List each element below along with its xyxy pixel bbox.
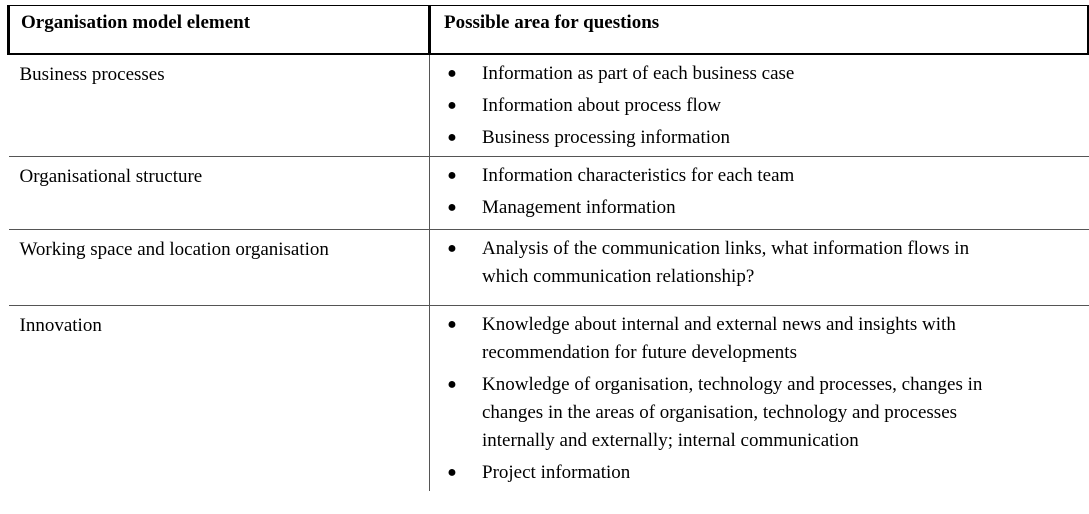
element-cell: Working space and location organisation <box>8 229 430 306</box>
bullet-icon: ● <box>447 64 457 82</box>
question-list: ● Analysis of the communication links, wh… <box>430 235 1089 291</box>
list-item-text: Information as part of each business cas… <box>482 62 795 84</box>
list-item: ● Business processing information <box>430 124 1042 152</box>
bullet-icon: ● <box>447 375 457 393</box>
list-item-text: Knowledge of organisation, technology an… <box>482 373 983 451</box>
question-list: ● Information as part of each business ca… <box>430 60 1089 152</box>
header-organisation-model-element: Organisation model element <box>7 5 431 55</box>
bullet-icon: ● <box>447 96 457 114</box>
header-row: Organisation model element Possible area… <box>7 5 1089 55</box>
list-item: ● Knowledge about internal and external n… <box>430 311 1012 367</box>
bullet-icon: ● <box>447 239 457 257</box>
list-item-text: Information characteristics for each tea… <box>482 164 795 186</box>
organisation-model-table: Organisation model element Possible area… <box>7 5 1089 491</box>
element-cell: Innovation <box>8 305 430 491</box>
bullet-icon: ● <box>447 463 457 481</box>
table-row: Organisational structure ● Information ch… <box>8 156 1089 230</box>
list-item: ● Project information <box>430 459 1042 487</box>
list-item-text: Business processing information <box>482 126 731 148</box>
areas-cell: ● Information characteristics for each te… <box>429 156 1089 230</box>
element-cell: Organisational structure <box>8 156 430 230</box>
bullet-icon: ● <box>447 198 457 216</box>
element-cell: Business processes <box>8 53 430 157</box>
areas-cell: ● Knowledge about internal and external n… <box>430 305 1089 491</box>
list-item-text: Analysis of the communication links, wha… <box>482 237 970 287</box>
list-item: ● Management information <box>430 194 1042 222</box>
list-item-text: Project information <box>482 461 631 483</box>
bullet-icon: ● <box>447 315 457 333</box>
areas-cell: ● Analysis of the communication links, wh… <box>429 229 1089 306</box>
question-list: ● Knowledge about internal and external n… <box>430 311 1089 487</box>
list-item: ● Information as part of each business ca… <box>430 60 1042 88</box>
list-item: ● Knowledge of organisation, technology a… <box>430 371 1012 455</box>
list-item-text: Information about process flow <box>482 94 722 116</box>
list-item: ● Information about process flow <box>430 92 1042 120</box>
bullet-icon: ● <box>447 128 457 146</box>
bullet-icon: ● <box>447 166 457 184</box>
areas-cell: ● Information as part of each business ca… <box>429 53 1089 157</box>
table-row: Innovation ● Knowledge about internal and… <box>8 305 1089 491</box>
table-row: Working space and location organisation … <box>8 229 1089 306</box>
list-item: ● Information characteristics for each te… <box>430 162 1042 190</box>
list-item: ● Analysis of the communication links, wh… <box>430 235 982 291</box>
list-item-text: Knowledge about internal and external ne… <box>482 313 956 363</box>
table-row: Business processes ● Information as part … <box>8 53 1089 157</box>
header-possible-area-for-questions: Possible area for questions <box>429 5 1089 55</box>
question-list: ● Information characteristics for each te… <box>430 162 1089 222</box>
list-item-text: Management information <box>482 196 676 218</box>
